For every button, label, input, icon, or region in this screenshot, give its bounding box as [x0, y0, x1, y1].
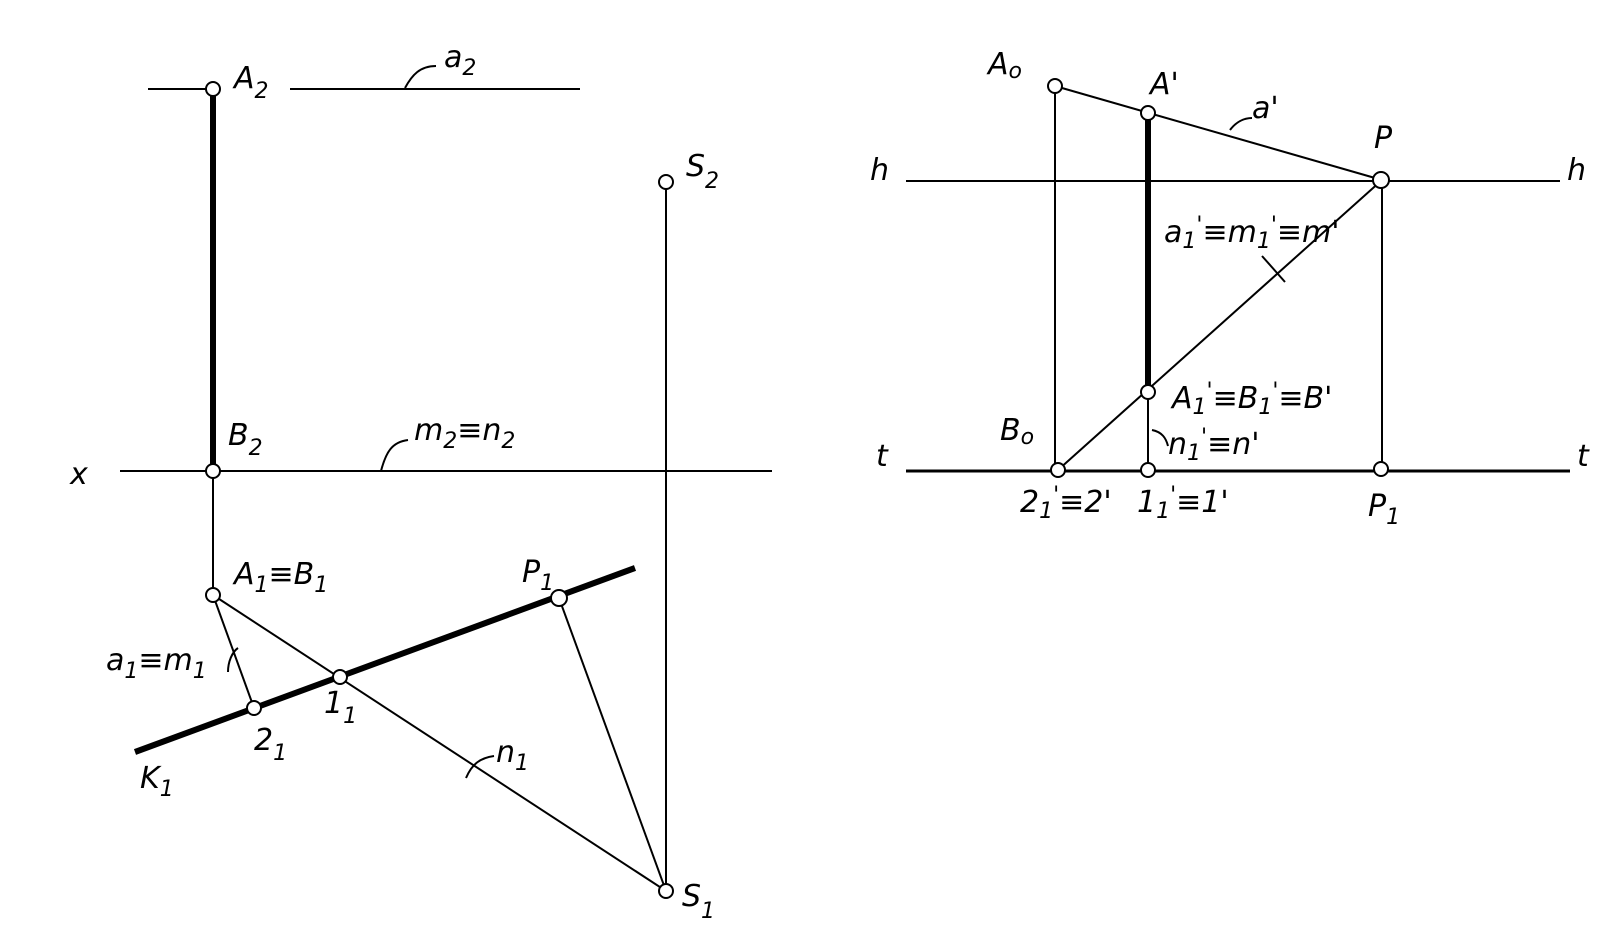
label-1-prime: 11'≡1': [1137, 483, 1229, 524]
leader-a1m1m: [1261, 255, 1286, 283]
label-P1: P1: [522, 555, 554, 596]
label-P: P: [1374, 121, 1393, 156]
point-P1: [1373, 461, 1389, 477]
line-P1-S1: [558, 597, 667, 892]
point-B2: [205, 463, 221, 479]
leader-a-prime: [1229, 117, 1253, 131]
label-2-1: 21: [254, 723, 287, 766]
point-1-1: [332, 669, 348, 685]
label-K1: K1: [140, 761, 174, 802]
label-n1: n1: [496, 735, 529, 776]
label-A2: A2: [232, 61, 269, 104]
label-a1m1m: a1'≡m1'≡m': [1164, 213, 1340, 254]
label-A1B1: A1≡B1: [232, 557, 328, 598]
label-B0: Bo: [1000, 413, 1034, 450]
leader-n1n: [1151, 429, 1169, 447]
point-2-1: [246, 700, 262, 716]
line-m-prime: [1057, 179, 1383, 471]
label-a1m1: a1≡m1: [106, 643, 207, 684]
label-1-1: 11: [324, 686, 357, 729]
label-a-prime: a': [1252, 91, 1279, 126]
leader-a2: [404, 65, 437, 89]
leader-n1: [465, 755, 495, 779]
label-S1: S1: [682, 879, 715, 924]
point-P: [1372, 171, 1390, 189]
label-h-right: h: [1567, 153, 1586, 188]
point-P1: [550, 589, 568, 607]
point-A2: [205, 81, 221, 97]
label-a2: a2: [444, 40, 476, 81]
label-A0: Ao: [986, 47, 1022, 84]
right-figure: Ao A' a' P h h a1'≡m1'≡m' A1'≡B1'≡B' Bo …: [870, 47, 1590, 530]
label-A1B1B: A1'≡B1'≡B': [1170, 379, 1332, 420]
point-A1B1: [205, 587, 221, 603]
label-2-prime: 21'≡2': [1020, 483, 1112, 524]
point-2-prime: [1050, 462, 1066, 478]
label-B2: B2: [228, 418, 263, 461]
label-n1n: n1'≡n': [1168, 425, 1259, 466]
label-A-prime: A': [1148, 67, 1179, 102]
point-1-prime: [1140, 462, 1156, 478]
point-A1B1B: [1140, 384, 1156, 400]
point-A-prime: [1140, 105, 1156, 121]
label-t-right: t: [1577, 439, 1590, 474]
label-P1-right: P1: [1368, 489, 1400, 530]
label-m2n2: m2≡n2: [414, 413, 515, 454]
line-A0-P: [1054, 85, 1383, 181]
leader-a1m1: [227, 647, 239, 673]
leader-m2n2: [380, 439, 409, 472]
line-n1: [212, 594, 667, 892]
left-figure: a2 A2 S2 B2 x m2≡n2 A1≡B1 P1 a1≡m1 11 21…: [69, 40, 772, 924]
point-S1: [658, 883, 674, 899]
label-S2: S2: [686, 149, 719, 194]
label-t-left: t: [876, 439, 889, 474]
label-x: x: [69, 457, 88, 492]
point-S2: [658, 174, 674, 190]
label-h-left: h: [870, 153, 889, 188]
point-A0: [1047, 78, 1063, 94]
